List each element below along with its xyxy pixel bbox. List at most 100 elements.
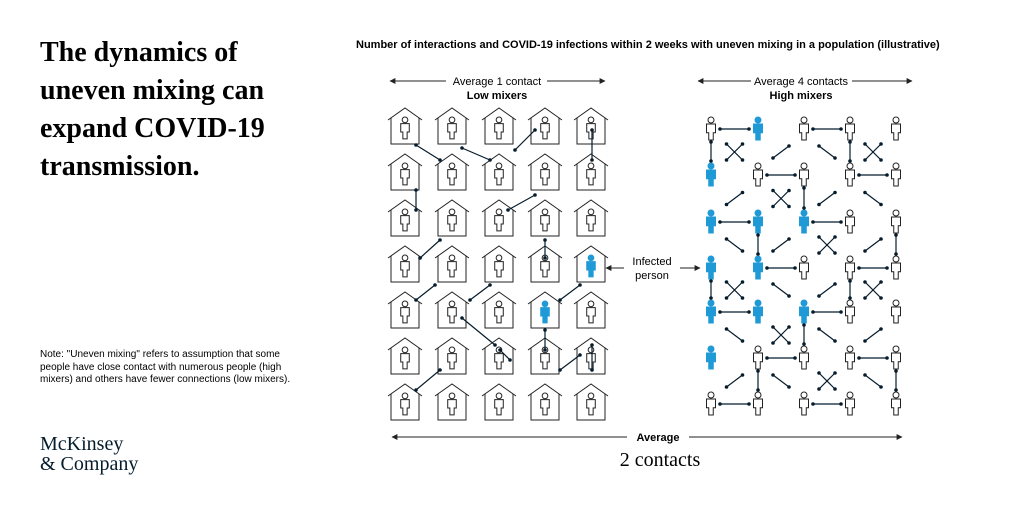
house-icon [527, 199, 563, 237]
logo-line: & Company [40, 453, 139, 475]
person-icon [891, 345, 901, 370]
house-icon [387, 199, 423, 237]
infected-person-icon [799, 209, 809, 234]
contact-link [756, 369, 760, 392]
house-icon [434, 107, 470, 145]
contact-link [765, 173, 797, 177]
contact-link [863, 237, 883, 253]
person-icon [447, 346, 457, 370]
overall-average-range: Average [391, 432, 903, 444]
contact-link [817, 282, 837, 298]
person-icon [586, 300, 596, 324]
person-icon [447, 116, 457, 140]
house-icon [481, 199, 517, 237]
contact-link [498, 348, 512, 362]
person-icon [799, 391, 809, 416]
person-icon [400, 254, 410, 278]
contact-link [414, 188, 418, 212]
infected-person-icon [753, 299, 763, 324]
infected-person-icon [799, 299, 809, 324]
person-icon [400, 346, 410, 370]
house-icon [573, 383, 609, 421]
headline-line: The dynamics of [40, 37, 238, 68]
low-group-label: Low mixers [467, 90, 528, 102]
contact-link [724, 280, 745, 300]
infected-person-icon [706, 299, 716, 324]
infected-person-icon [753, 116, 763, 141]
person-icon [586, 346, 596, 370]
contact-link [894, 233, 898, 256]
person-icon [891, 299, 901, 324]
footnote: Note: "Uneven mixing" refers to assumpti… [40, 349, 291, 385]
contact-link [863, 327, 883, 343]
house-icon [573, 199, 609, 237]
house-icon [573, 107, 609, 145]
overall-average-label: Average [636, 432, 679, 444]
contact-link [817, 144, 837, 160]
house-icon [481, 291, 517, 329]
person-icon [447, 254, 457, 278]
contact-link [724, 373, 745, 389]
infected-person-icon [753, 209, 763, 234]
contact-link [709, 140, 713, 163]
person-icon [447, 300, 457, 324]
person-icon [891, 209, 901, 234]
contact-link [894, 369, 898, 392]
contact-link [817, 371, 837, 391]
headline-line: transmission. [40, 151, 200, 182]
contact-link [817, 235, 837, 255]
contact-link [756, 233, 760, 256]
house-icon [434, 337, 470, 375]
contact-link [724, 327, 745, 343]
infected-label-line: person [635, 270, 669, 282]
contact-link [709, 279, 713, 300]
high-mixers-range: Average 4 contacts High mixers [697, 76, 913, 102]
house-icon [434, 153, 470, 191]
person-icon [586, 392, 596, 416]
contact-link [802, 323, 806, 346]
contact-link [848, 140, 852, 163]
contact-link [718, 310, 751, 314]
house-icon [387, 107, 423, 145]
person-icon [400, 300, 410, 324]
contact-link [817, 190, 837, 207]
person-icon [494, 116, 504, 140]
house-icon [527, 291, 563, 329]
contact-link [802, 186, 806, 210]
contact-link [724, 237, 745, 253]
house-icon [434, 291, 470, 329]
contact-link [468, 283, 492, 302]
house-icon [481, 153, 517, 191]
contact-link [857, 356, 889, 360]
contact-link [414, 368, 442, 392]
person-icon [753, 391, 763, 416]
house-icon [387, 337, 423, 375]
contact-link [460, 316, 497, 347]
high-group-label: High mixers [770, 90, 833, 102]
person-icon [706, 116, 716, 141]
person-icon [753, 345, 763, 370]
infected-label-line: Infected [632, 256, 671, 268]
contact-link [543, 328, 547, 352]
contact-link [765, 266, 797, 270]
infected-person-icon [706, 255, 716, 280]
house-icon [527, 245, 563, 283]
contact-link [771, 325, 791, 345]
high-mixers-connections [709, 127, 898, 406]
house-icon [527, 107, 563, 145]
person-icon [891, 391, 901, 416]
contact-link [863, 280, 883, 300]
person-icon [540, 116, 550, 140]
house-icon [434, 199, 470, 237]
person-icon [586, 116, 596, 140]
person-icon [494, 208, 504, 232]
person-icon [891, 162, 901, 187]
contact-link [558, 283, 582, 302]
person-icon [400, 392, 410, 416]
house-icon [387, 291, 423, 329]
contact-link [863, 142, 883, 162]
infected-person-icon [586, 254, 596, 278]
high-mixers-grid [706, 116, 901, 416]
person-icon [845, 391, 855, 416]
contact-link [506, 193, 537, 212]
